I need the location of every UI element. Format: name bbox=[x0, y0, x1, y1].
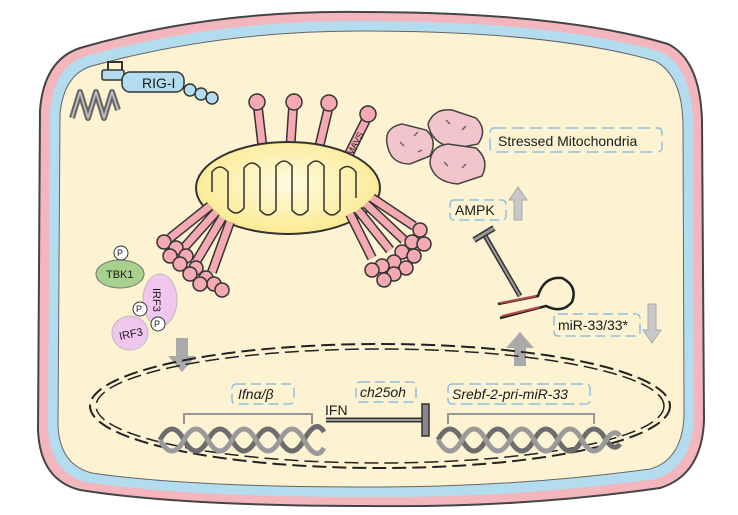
signaling-complex bbox=[95, 245, 178, 351]
ifn-gene-label: Ifnα/β bbox=[238, 386, 273, 402]
irf3-bottom-label: IRF3 bbox=[118, 326, 144, 343]
tbk1-label: TBK1 bbox=[106, 269, 134, 281]
stressed-mitochondria-label: Stressed Mitochondria bbox=[498, 133, 638, 149]
nucleus-envelope bbox=[89, 343, 671, 469]
ampk-up-arrow-icon bbox=[508, 186, 528, 221]
mitochondrion-icon bbox=[195, 141, 381, 235]
rig-i-receptor-icon bbox=[101, 61, 219, 105]
ampk-label: AMPK bbox=[455, 202, 495, 218]
stressed-mitochondria-icon bbox=[385, 109, 486, 185]
mavs-bundle-left bbox=[156, 202, 235, 298]
srebf-up-arrow-icon bbox=[506, 332, 534, 366]
srebf-gene-label: Srebf-2-pri-miR-33 bbox=[452, 386, 568, 402]
ifn-gene-bracket bbox=[183, 413, 313, 424]
mirna-hairpin-icon bbox=[497, 276, 575, 320]
ch25h-inhibition-bar bbox=[326, 403, 430, 437]
mirna-label-box bbox=[553, 313, 641, 337]
mirna-inhibits-ampk bbox=[472, 225, 523, 298]
ifn-gene-label-box bbox=[231, 383, 295, 405]
stressed-mitochondria-label-box bbox=[489, 127, 663, 153]
ch25h-gene-label-box bbox=[355, 381, 417, 403]
mirna-down-arrow-icon bbox=[642, 303, 662, 344]
phospho-tbk1-icon bbox=[113, 245, 129, 261]
irf3-bottom-icon bbox=[111, 315, 149, 351]
phospho-irf3-b-icon bbox=[150, 316, 166, 332]
srebf-gene-label-box bbox=[447, 383, 591, 405]
rig-i-label: RIG-I bbox=[142, 75, 175, 91]
dna-helix-right bbox=[435, 426, 622, 454]
ampk-label-box bbox=[449, 199, 507, 221]
irf3-top-label: IRF3 bbox=[150, 288, 162, 312]
cytoplasm bbox=[57, 30, 685, 488]
nucleus-envelope-inner bbox=[95, 348, 665, 464]
phospho-irf3-a-icon bbox=[132, 301, 148, 317]
phospho-label-2: P bbox=[136, 304, 142, 314]
dna-helix-left bbox=[157, 424, 327, 456]
mavs-bundle-right bbox=[345, 193, 432, 288]
phospho-label-1: P bbox=[117, 248, 123, 258]
phospho-label-3: P bbox=[154, 319, 160, 329]
mirna-label: miR-33/33* bbox=[558, 317, 629, 333]
srebf-gene-bracket bbox=[447, 413, 595, 424]
ch25h-gene-label: ch25oh bbox=[360, 384, 406, 400]
viral-rna-icon bbox=[69, 89, 121, 121]
ifn-label: IFN bbox=[325, 402, 348, 418]
